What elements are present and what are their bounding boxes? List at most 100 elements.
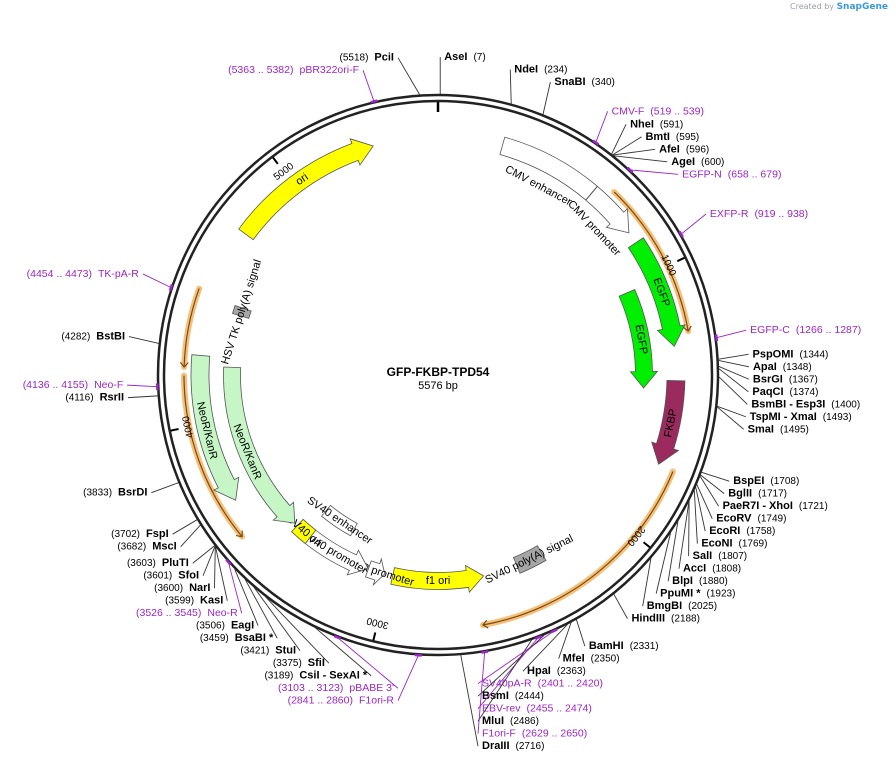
feature-neor-kanr[interactable] (190, 354, 240, 501)
site-label-bstbi[interactable]: (4282)BstBI (61, 331, 125, 343)
feature-neor-kanr[interactable] (223, 366, 296, 524)
site-label-ndei[interactable]: NdeI(234) (514, 64, 567, 76)
site-label-csii-sexai[interactable]: (3189) CsiI - SexAI * (264, 670, 367, 682)
site-label-nhei[interactable]: NheI(591) (630, 118, 683, 130)
site-name: EGFP-N (682, 168, 722, 180)
site-label-exfp-r[interactable]: EXFP-R(919 .. 938) (710, 208, 808, 220)
site-label-tspmi-xmai[interactable]: TspMI - XmaI(1493) (750, 411, 852, 423)
site-label-mlui[interactable]: MluI(2486) (482, 715, 539, 727)
site-name: BglII (728, 488, 752, 500)
site-label-bsmi[interactable]: BsmI(2444) (482, 690, 544, 702)
site-label-pbr322ori-f[interactable]: (5363 .. 5382)pBR322ori-F (228, 64, 359, 76)
site-label-bsmbi-esp3i[interactable]: BsmBI - Esp3I(1400) (751, 398, 860, 410)
site-label-neo-f[interactable]: (4136 .. 4155)Neo-F (23, 379, 124, 391)
site-label-bamhi[interactable]: BamHI(2331) (589, 640, 659, 652)
site-label-bglii[interactable]: BglII(1717) (728, 488, 787, 500)
site-label-hindiii[interactable]: HindIII(2188) (631, 613, 700, 625)
site-label-sfii[interactable]: (3375)SfiI (273, 657, 325, 669)
site-name: EXFP-R (710, 208, 749, 220)
site-leader (215, 546, 228, 601)
site-name: EcoRV (716, 513, 752, 525)
site-leader (397, 655, 419, 701)
feature-fkbp[interactable] (651, 380, 686, 465)
site-label-mfei[interactable]: MfeI(2350) (563, 653, 620, 665)
site-label-cmv-f[interactable]: CMV-F(519 .. 539) (612, 105, 704, 117)
site-label-hpai[interactable]: HpaI(2363) (527, 665, 586, 677)
site-label-pspomi[interactable]: PspOMI(1344) (752, 348, 828, 360)
site-label-draiii[interactable]: DraIII(2716) (482, 740, 544, 752)
ruler-tick-1000 (676, 256, 685, 263)
site-label-apai[interactable]: ApaI(1348) (753, 361, 812, 373)
feature-cmv-promoter[interactable] (585, 185, 630, 234)
feature-egfp[interactable] (618, 288, 659, 389)
site-label-afei[interactable]: AfeI(596) (659, 143, 709, 155)
site-label-ecori[interactable]: EcoRI(1758) (709, 525, 775, 537)
site-name: PpuMI * (660, 588, 701, 600)
site-name: BsmI (482, 690, 509, 702)
site-label-bsrdi[interactable]: (3833)BsrDI (83, 487, 147, 499)
site-label-rsrii[interactable]: (4116)RsrII (65, 392, 124, 404)
feature-sv40-ori[interactable] (290, 518, 317, 545)
site-label-paer7i-xhoi[interactable]: PaeR7I - XhoI(1721) (723, 500, 828, 512)
site-label-pbabe-3[interactable]: (3103 .. 3123)pBABE 3' (278, 682, 394, 694)
site-label-paqci[interactable]: PaqCI(1374) (752, 386, 818, 398)
site-leader (337, 637, 399, 689)
site-label-acci[interactable]: AccI(1808) (683, 563, 741, 575)
feature-sv40-enhancer[interactable] (321, 504, 358, 537)
site-leader (693, 490, 698, 544)
site-label-sv40pa-r[interactable]: SV40pA-R (2401 .. 2420) (482, 678, 603, 690)
site-label-egfp-n[interactable]: EGFP-N(658 .. 679) (682, 168, 781, 180)
site-label-fspi[interactable]: (3702)FspI (111, 528, 169, 540)
site-label-smai[interactable]: SmaI(1495) (748, 423, 809, 435)
backbone-inner-ring (162, 99, 714, 651)
site-label-bsabi[interactable]: (3459)BsaBI * (200, 632, 274, 644)
site-name: AseI (444, 51, 467, 63)
site-label-econi[interactable]: EcoNI(1769) (701, 538, 767, 550)
primer-site-mark (550, 628, 558, 634)
site-label-f1ori-f[interactable]: F1ori-F(2629 .. 2650) (482, 728, 587, 740)
site-leader (718, 368, 749, 393)
site-label-stui[interactable]: (3421)StuI (240, 645, 296, 657)
site-label-f1ori-r[interactable]: (2841 .. 2860)F1ori-R (288, 695, 395, 707)
site-label-bspei[interactable]: BspEI(1708) (733, 475, 799, 487)
site-name: SV40pA-R (482, 678, 532, 690)
feature-f1-ori[interactable] (390, 564, 485, 594)
site-label-egfp-c[interactable]: EGFP-C(1266 .. 1287) (750, 324, 861, 336)
site-label-ecorv[interactable]: EcoRV(1749) (716, 513, 786, 525)
ruler-tick-2000 (642, 541, 651, 549)
site-label-nari[interactable]: (3600)NarI (154, 582, 210, 594)
site-name: CsiI - SexAI * (299, 670, 368, 682)
feature-hsv-tk-poly-a-signal[interactable] (232, 304, 252, 319)
site-label-asei[interactable]: AseI (7) (444, 51, 485, 63)
site-label-agei[interactable]: AgeI(600) (671, 156, 724, 168)
site-label-neo-r[interactable]: (3526 .. 3545)Neo-R (136, 607, 238, 619)
feature-egfp[interactable] (627, 237, 686, 348)
site-name: pBABE 3' (349, 682, 394, 694)
site-name: BspEI (733, 475, 764, 487)
site-position: (7) (473, 52, 485, 63)
feature-sv40-poly-a-signal[interactable] (512, 545, 547, 574)
site-label-snabi[interactable]: SnaBI(340) (554, 76, 615, 88)
site-name: SfoI (178, 570, 199, 582)
site-label-eagi[interactable]: (3506)EagI (196, 620, 254, 632)
site-label-sali[interactable]: SalI(1807) (693, 550, 747, 562)
site-label-sfoi[interactable]: (3601)SfoI (143, 570, 199, 582)
site-label-bsrgi[interactable]: BsrGI(1367) (753, 373, 818, 385)
site-leader (542, 81, 551, 115)
site-label-kasi[interactable]: (3599)KasI (165, 595, 223, 607)
site-position: (595) (676, 132, 699, 143)
site-label-pluti[interactable]: (3603)PluTI (127, 557, 189, 569)
primer-arc-arrowhead (482, 619, 489, 629)
site-label-bmgbi[interactable]: BmgBI(2025) (647, 600, 717, 612)
site-label-tk-pa-r[interactable]: (4454 .. 4473)TK-pA-R (27, 268, 140, 280)
site-label-blpi[interactable]: BlpI(1880) (672, 575, 728, 587)
site-label-msci[interactable]: (3682)MscI (117, 541, 176, 553)
site-label-pcii[interactable]: (5518)PciI (340, 52, 394, 64)
feature-ori[interactable] (238, 138, 374, 241)
site-position: (2401 .. 2420) (538, 678, 603, 690)
site-label-bmti[interactable]: BmtI(595) (645, 131, 699, 143)
site-position: (3189) (264, 671, 293, 682)
site-label-ppumi[interactable]: PpuMI *(1923) (660, 588, 735, 600)
site-label-ebv-rev[interactable]: EBV-rev(2455 .. 2474) (482, 703, 592, 715)
